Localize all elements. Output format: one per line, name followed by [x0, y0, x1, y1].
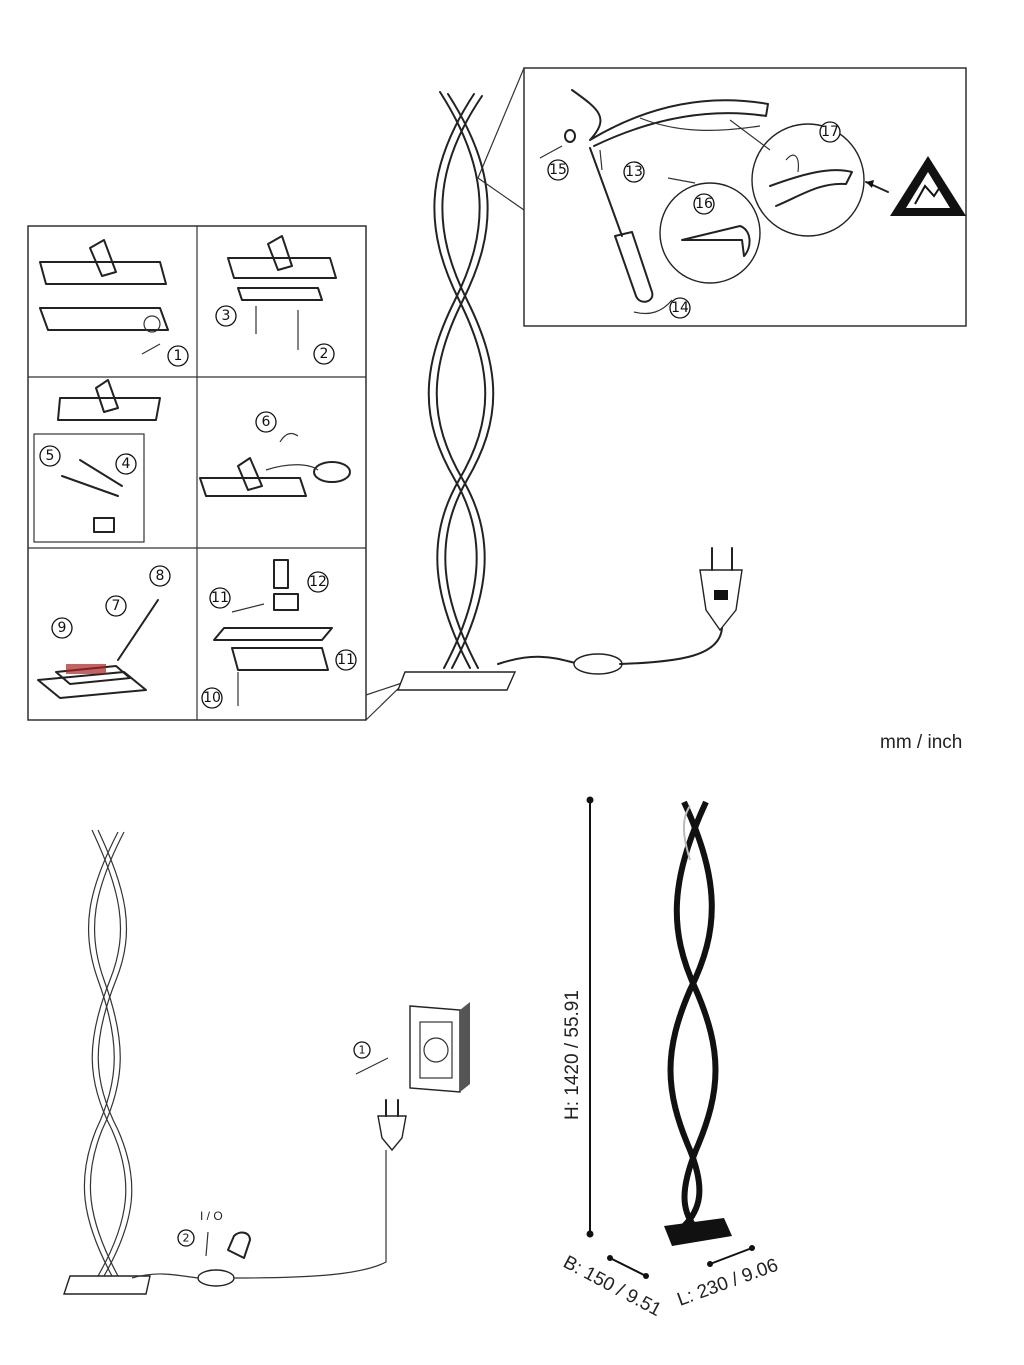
floor-lamp-assembly — [396, 91, 743, 691]
svg-text:14: 14 — [671, 300, 689, 316]
svg-text:10: 10 — [203, 690, 221, 706]
plug-icon — [699, 547, 743, 632]
svg-text:7: 7 — [112, 598, 121, 614]
step-16: 16 — [693, 193, 715, 215]
svg-text:3: 3 — [222, 308, 231, 324]
switch-label: I / O — [200, 1209, 223, 1223]
step-17: 17 — [819, 121, 841, 143]
usage-step-2: 2 — [177, 1229, 195, 1247]
svg-text:6: 6 — [262, 414, 271, 430]
step-5: 5 — [39, 445, 61, 467]
svg-text:13: 13 — [625, 164, 643, 180]
step-9: 9 — [51, 617, 73, 639]
step-10: 10 — [201, 687, 223, 709]
svg-text:4: 4 — [122, 456, 131, 472]
svg-text:11: 11 — [211, 590, 229, 606]
step-11-repeat: 11 — [335, 649, 357, 671]
length-dimension: L: 230 / 9.06 — [675, 1255, 781, 1311]
svg-text:12: 12 — [309, 574, 327, 590]
step-13: 13 — [623, 161, 645, 183]
plug-small-icon — [377, 1099, 407, 1152]
svg-text:1: 1 — [359, 1044, 366, 1057]
step-2: 2 — [313, 343, 335, 365]
step-14: 14 — [669, 297, 691, 319]
foot-switch-icon — [227, 1231, 251, 1259]
step-8: 8 — [149, 565, 171, 587]
step-12: 12 — [307, 571, 329, 593]
svg-text:2: 2 — [320, 346, 329, 362]
svg-text:1: 1 — [174, 348, 183, 364]
esd-warning-icon — [890, 156, 966, 216]
step-15: 15 — [547, 159, 569, 181]
dimension-drawing: H: 1420 / 55.91 B: 150 / 9.51 L: 230 / 9… — [560, 796, 781, 1321]
svg-text:2: 2 — [183, 1232, 190, 1245]
detail-circle-17 — [729, 119, 865, 237]
step-11: 11 — [209, 587, 231, 609]
detail-circle-16 — [659, 177, 761, 284]
units-label: mm / inch — [880, 732, 963, 753]
svg-text:8: 8 — [156, 568, 165, 584]
step-6: 6 — [255, 411, 277, 433]
usage-diagram: I / O 2 1 — [63, 829, 470, 1295]
width-dimension: B: 150 / 9.51 — [560, 1252, 665, 1321]
step-7: 7 — [105, 595, 127, 617]
wall-socket-icon — [409, 1002, 470, 1093]
svg-text:5: 5 — [46, 448, 55, 464]
assembly-steps-grid — [27, 225, 406, 721]
screwdriver-icon — [589, 147, 654, 303]
height-dimension: H: 1420 / 55.91 — [562, 990, 583, 1120]
black-lamp-silhouette — [664, 800, 732, 1246]
step-3: 3 — [215, 305, 237, 327]
step-4: 4 — [115, 453, 137, 475]
step-1: 1 — [167, 345, 189, 367]
led-module-panel — [477, 67, 967, 327]
svg-text:11: 11 — [337, 652, 355, 668]
svg-text:15: 15 — [549, 162, 567, 178]
usage-step-1: 1 — [353, 1041, 371, 1059]
svg-text:9: 9 — [58, 620, 67, 636]
step-markers: 1 2 3 4 5 6 7 8 9 10 11 11 12 13 14 15 1… — [39, 121, 841, 709]
svg-text:17: 17 — [821, 124, 839, 140]
svg-text:16: 16 — [695, 196, 713, 212]
